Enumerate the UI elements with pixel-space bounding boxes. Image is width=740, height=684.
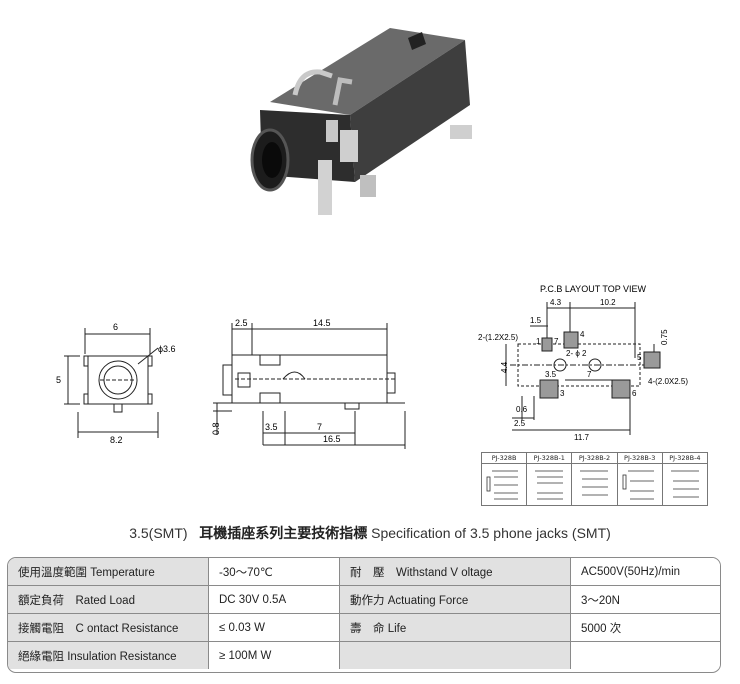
- pcb-pin6: 6: [632, 389, 637, 398]
- pcb-15-label: 1.5: [530, 316, 542, 325]
- pcb-35-label: 3.5: [545, 370, 557, 379]
- pcb-117-label: 11.7: [574, 433, 590, 442]
- spec-value: DC 30V 0.5A: [208, 585, 340, 614]
- schematic-label: PJ-328B: [482, 453, 527, 464]
- pcb-44-label: 4.4: [500, 361, 509, 373]
- side-145-label: 14.5: [313, 318, 331, 328]
- pcb-pad4-label: 4-(2.0X2.5): [648, 377, 688, 386]
- schematic-label: PJ-328B-3: [617, 453, 662, 464]
- schematic-box: PJ-328B-3: [617, 453, 663, 505]
- pcb-pin5: 5: [637, 353, 642, 362]
- spec-value: -30～70℃: [208, 558, 340, 586]
- schematic-label: PJ-328B-1: [527, 453, 572, 464]
- schematic-box: PJ-328B-1: [527, 453, 573, 505]
- pcb-pin3: 3: [560, 389, 565, 398]
- side-view-drawing: 2.5 14.5 0.8 3.5 7 16.5: [211, 318, 406, 449]
- spec-label: 壽 命 Life: [339, 613, 571, 642]
- spec-value: ≥ 100M W: [208, 641, 340, 669]
- front-width-label: 6: [113, 322, 118, 332]
- spec-value: 5000 次: [570, 613, 720, 642]
- pcb-hole-label: 2- ϕ 2: [566, 349, 587, 358]
- spec-label: 接觸電阻 C ontact Resistance: [8, 613, 209, 642]
- side-35-label: 3.5: [265, 422, 278, 432]
- side-25-label: 2.5: [235, 318, 248, 328]
- side-08-label: 0.8: [211, 422, 221, 435]
- front-bottom-label: 8.2: [110, 435, 123, 445]
- spec-label: 額定負荷 Rated Load: [8, 585, 209, 614]
- pcb-43-label: 4.3: [550, 298, 562, 307]
- pcb-title: P.C.B LAYOUT TOP VIEW: [540, 284, 647, 294]
- spec-label: [339, 641, 571, 669]
- spec-row: 絕緣電阻 Insulation Resistance≥ 100M W: [8, 641, 720, 669]
- front-view-drawing: 6 5 8.2 ϕ3.6: [56, 322, 176, 445]
- schematic-label: PJ-328B-2: [572, 453, 617, 464]
- title-prefix: 3.5(SMT): [129, 525, 188, 541]
- spec-title: 3.5(SMT) 耳機插座系列主要技術指標 Specification of 3…: [0, 523, 740, 543]
- schematic-box: PJ-328B-2: [572, 453, 618, 505]
- pcb-pin4: 4: [580, 330, 585, 339]
- side-165-label: 16.5: [323, 434, 341, 444]
- schematic-strip: PJ-328B PJ-328B-1 PJ-328B-2 PJ-328B-3 PJ…: [481, 452, 708, 506]
- pcb-7-label: 7: [587, 370, 592, 379]
- title-cn: 耳機插座系列主要技術指標: [199, 525, 368, 541]
- spec-value: ≤ 0.03 W: [208, 613, 340, 642]
- pcb-pin1: 1: [536, 337, 541, 346]
- pcb-06-label: 0.6: [516, 405, 528, 414]
- spec-label: 動作力 Actuating Force: [339, 585, 571, 614]
- spec-value: AC500V(50Hz)/min: [570, 558, 720, 586]
- pcb-102-label: 10.2: [600, 298, 616, 307]
- spec-label: 使用溫度範圍 Temperature: [8, 558, 209, 586]
- front-dia-label: ϕ3.6: [158, 344, 176, 354]
- pcb-layout-drawing: P.C.B LAYOUT TOP VIEW 4.3 10.2 1.5 2-(1.…: [478, 284, 688, 442]
- schematic-box: PJ-328B: [482, 453, 528, 505]
- pcb-pin7: 7: [554, 337, 559, 346]
- spec-value: 3～20N: [570, 585, 720, 614]
- front-height-label: 5: [56, 375, 61, 385]
- schematic-box: PJ-328B-4: [662, 453, 708, 505]
- spec-label: 耐 壓 Withstand V oltage: [339, 558, 571, 586]
- spec-value: [570, 641, 720, 669]
- product-photo: [250, 28, 472, 215]
- spec-label: 絕緣電阻 Insulation Resistance: [8, 641, 209, 669]
- schematic-label: PJ-328B-4: [662, 453, 708, 464]
- pcb-25-label: 2.5: [514, 419, 526, 428]
- title-en: Specification of 3.5 phone jacks (SMT): [371, 525, 611, 541]
- pcb-pad-label: 2-(1.2X2.5): [478, 333, 518, 342]
- side-7-label: 7: [317, 422, 322, 432]
- pcb-075-label: 0.75: [660, 329, 669, 345]
